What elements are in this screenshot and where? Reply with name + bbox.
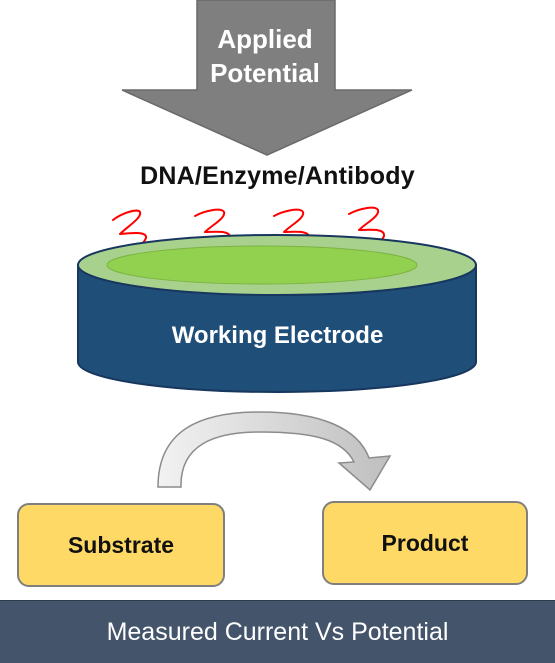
electrode-body — [77, 264, 477, 393]
reaction-arrow — [157, 411, 392, 492]
working-electrode — [77, 234, 477, 393]
probe-label: DNA/Enzyme/Antibody — [140, 162, 415, 190]
footer-text: Measured Current Vs Potential — [106, 617, 449, 646]
applied-potential-label-line2: Potential — [210, 58, 320, 88]
substrate-box: Substrate — [17, 503, 225, 587]
substrate-label: Substrate — [67, 531, 175, 558]
applied-potential-label: Applied Potential — [185, 22, 345, 90]
applied-potential-label-line1: Applied — [217, 24, 313, 54]
applied-potential-arrow — [121, 0, 413, 156]
product-label: Product — [381, 529, 469, 556]
product-box: Product — [322, 501, 528, 585]
electrode-active-surface — [106, 245, 418, 285]
electrode-label: Working Electrode — [171, 322, 384, 349]
footer-bar: Measured Current Vs Potential — [0, 600, 555, 663]
